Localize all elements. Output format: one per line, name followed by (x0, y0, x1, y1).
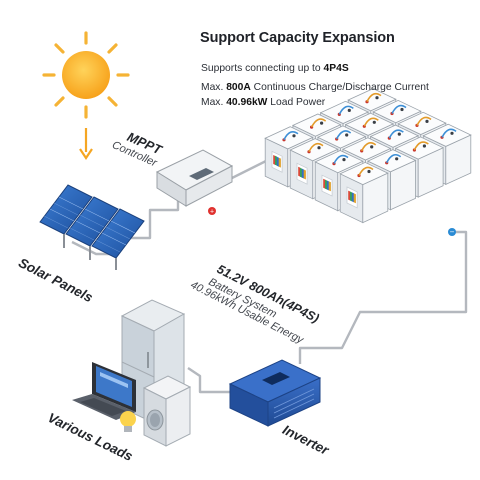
positive-terminal-icon: + (208, 207, 216, 216)
solar-panels-device (39, 184, 145, 270)
washing-machine-icon (142, 375, 192, 447)
sunlight-arrow-icon (79, 128, 93, 160)
power-prefix: Max. (201, 97, 227, 108)
page-title: Support Capacity Expansion (200, 30, 395, 46)
capacity-value: 4P4S (323, 63, 349, 74)
mppt-controller-device (155, 149, 234, 207)
negative-terminal-icon: − (448, 228, 456, 237)
battery-module (339, 161, 389, 224)
light-bulb-icon (120, 411, 136, 432)
capacity-line: Supports connecting up to 4P4S (201, 63, 349, 74)
current-suffix: Continuous Charge/Discharge Current (250, 82, 429, 93)
power-line: Max. 40.96kW Load Power (201, 97, 325, 108)
inverter-device (228, 359, 322, 427)
power-value: 40.96kW (226, 97, 268, 108)
capacity-text: Supports connecting up to (201, 63, 324, 74)
battery-bank-device (264, 88, 472, 224)
current-value: 800A (226, 82, 251, 93)
power-suffix: Load Power (267, 97, 326, 108)
svg-text:−: − (450, 228, 455, 237)
sun-icon (42, 31, 130, 119)
laptop-icon (72, 362, 136, 420)
current-prefix: Max. (201, 82, 227, 93)
svg-text:+: + (210, 209, 214, 216)
current-line: Max. 800A Continuous Charge/Discharge Cu… (201, 82, 429, 93)
